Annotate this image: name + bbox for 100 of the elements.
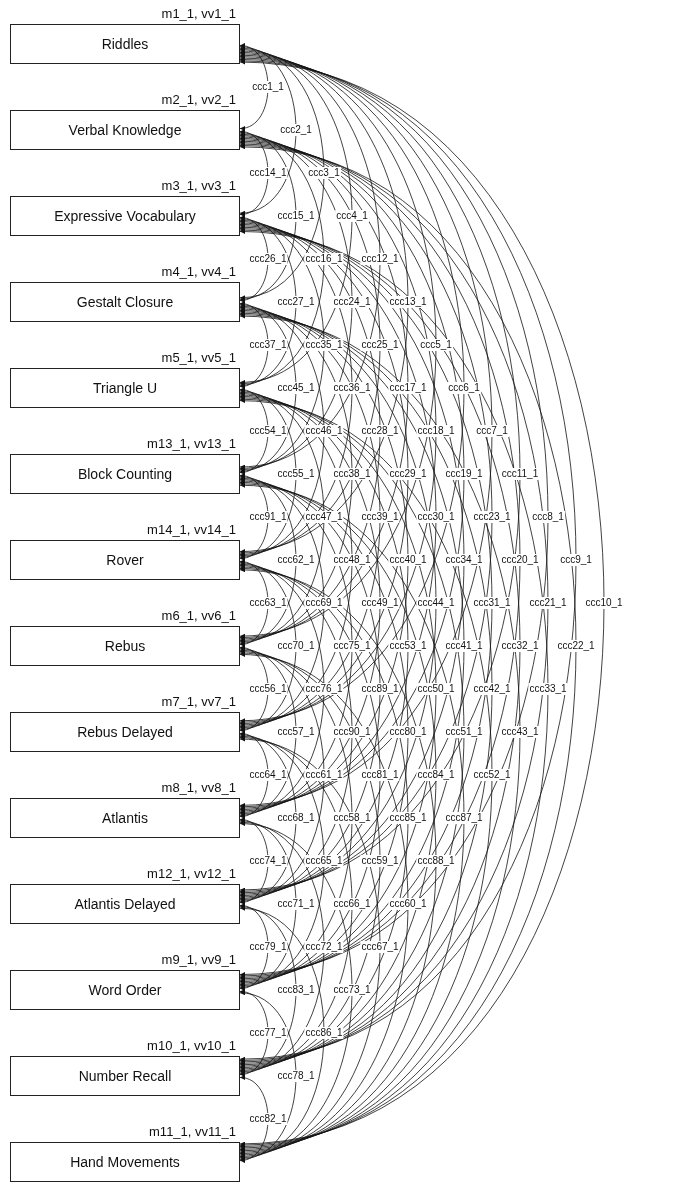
variable-box: [10, 196, 240, 236]
edge-label: ccc6_1: [447, 382, 481, 394]
edge-label: ccc84_1: [416, 769, 456, 781]
variable-name: Rebus: [104, 638, 146, 654]
edge-label: ccc2_1: [279, 124, 313, 136]
edge-label: ccc45_1: [276, 382, 316, 394]
edge-label: ccc86_1: [304, 1027, 344, 1039]
edge-label: ccc62_1: [276, 554, 316, 566]
edge-label: ccc35_1: [304, 339, 344, 351]
variable-box: [10, 626, 240, 666]
edge-label: ccc26_1: [248, 253, 288, 265]
edge-label: ccc79_1: [248, 941, 288, 953]
edge-label: ccc20_1: [500, 554, 540, 566]
parameter-label: m6_1, vv6_1: [161, 608, 236, 623]
edge-label: ccc15_1: [276, 210, 316, 222]
edge-label: ccc76_1: [304, 683, 344, 695]
edge-label: ccc70_1: [276, 640, 316, 652]
parameter-label: m4_1, vv4_1: [161, 264, 236, 279]
edge-label: ccc66_1: [332, 898, 372, 910]
edge-label: ccc37_1: [248, 339, 288, 351]
edge-label: ccc46_1: [304, 425, 344, 437]
edge-label: ccc19_1: [444, 468, 484, 480]
edge-label: ccc60_1: [388, 898, 428, 910]
edge-label: ccc56_1: [248, 683, 288, 695]
edge-label: ccc78_1: [276, 1070, 316, 1082]
variable-box: [10, 368, 240, 408]
edge-label: ccc64_1: [248, 769, 288, 781]
edge-label: ccc75_1: [332, 640, 372, 652]
edge-label: ccc5_1: [419, 339, 453, 351]
variable-name: Expressive Vocabulary: [54, 208, 196, 224]
variable-name: Riddles: [101, 36, 149, 52]
edge-label: ccc9_1: [559, 554, 593, 566]
edge-label: ccc82_1: [248, 1113, 288, 1125]
edge-label: ccc13_1: [388, 296, 428, 308]
edge-label: ccc81_1: [360, 769, 400, 781]
parameter-label: m14_1, vv14_1: [147, 522, 236, 537]
edge-label: ccc57_1: [276, 726, 316, 738]
parameter-label: m2_1, vv2_1: [161, 92, 236, 107]
edge-label: ccc42_1: [472, 683, 512, 695]
parameter-label: m5_1, vv5_1: [161, 350, 236, 365]
edge-label: ccc63_1: [248, 597, 288, 609]
edge-label: ccc59_1: [360, 855, 400, 867]
edge-label: ccc8_1: [531, 511, 565, 523]
edge-label: ccc23_1: [472, 511, 512, 523]
edge-label: ccc77_1: [248, 1027, 288, 1039]
edge-label: ccc61_1: [304, 769, 344, 781]
variable-box: [10, 454, 240, 494]
edge-label: ccc27_1: [276, 296, 316, 308]
variable-name: Block Counting: [77, 466, 173, 482]
edge-label: ccc49_1: [360, 597, 400, 609]
parameter-label: m12_1, vv12_1: [147, 866, 236, 881]
parameter-label: m11_1, vv11_1: [149, 1124, 236, 1139]
variable-box: [10, 884, 240, 924]
variable-box: [10, 970, 240, 1010]
variable-name: Gestalt Closure: [76, 294, 174, 310]
edge-label: ccc85_1: [388, 812, 428, 824]
edge-label: ccc51_1: [444, 726, 484, 738]
variable-name: Rebus Delayed: [77, 724, 173, 740]
variable-box: [10, 110, 240, 150]
edge-label: ccc34_1: [444, 554, 484, 566]
variable-name: Verbal Knowledge: [68, 122, 182, 138]
parameter-label: m7_1, vv7_1: [161, 694, 236, 709]
edge-label: ccc47_1: [304, 511, 344, 523]
parameter-label: m8_1, vv8_1: [161, 780, 236, 795]
edge-label: ccc71_1: [276, 898, 316, 910]
edge-label: ccc7_1: [475, 425, 509, 437]
edge-label: ccc65_1: [304, 855, 344, 867]
edge-label: ccc89_1: [360, 683, 400, 695]
edge-label: ccc38_1: [332, 468, 372, 480]
edge-label: ccc21_1: [528, 597, 568, 609]
edge-label: ccc58_1: [332, 812, 372, 824]
edge-label: ccc28_1: [360, 425, 400, 437]
parameter-label: m10_1, vv10_1: [147, 1038, 236, 1053]
edge-label: ccc69_1: [304, 597, 344, 609]
edge-label: ccc48_1: [332, 554, 372, 566]
variable-name: Hand Movements: [70, 1154, 180, 1170]
edge-label: ccc39_1: [360, 511, 400, 523]
variable-box: [10, 1056, 240, 1096]
variable-name: Atlantis: [102, 810, 148, 826]
edge-label: ccc16_1: [304, 253, 344, 265]
edge-label: ccc30_1: [416, 511, 456, 523]
edge-label: ccc10_1: [584, 597, 624, 609]
edge-label: ccc90_1: [332, 726, 372, 738]
edge-label: ccc41_1: [444, 640, 484, 652]
variable-name: Atlantis Delayed: [74, 896, 176, 912]
edge-label: ccc22_1: [556, 640, 596, 652]
edge-label: ccc25_1: [360, 339, 400, 351]
edge-label: ccc54_1: [248, 425, 288, 437]
variable-box: [10, 282, 240, 322]
edge-label: ccc44_1: [416, 597, 456, 609]
variable-box: [10, 1142, 240, 1182]
edge-label: ccc18_1: [416, 425, 456, 437]
edge-label: ccc3_1: [307, 167, 341, 179]
edge-label: ccc32_1: [500, 640, 540, 652]
edge-label: ccc74_1: [248, 855, 288, 867]
edge-label: ccc73_1: [332, 984, 372, 996]
edge-label: ccc11_1: [500, 468, 540, 480]
variable-box: [10, 712, 240, 752]
edge-label: ccc33_1: [528, 683, 568, 695]
edge-label: ccc24_1: [332, 296, 372, 308]
